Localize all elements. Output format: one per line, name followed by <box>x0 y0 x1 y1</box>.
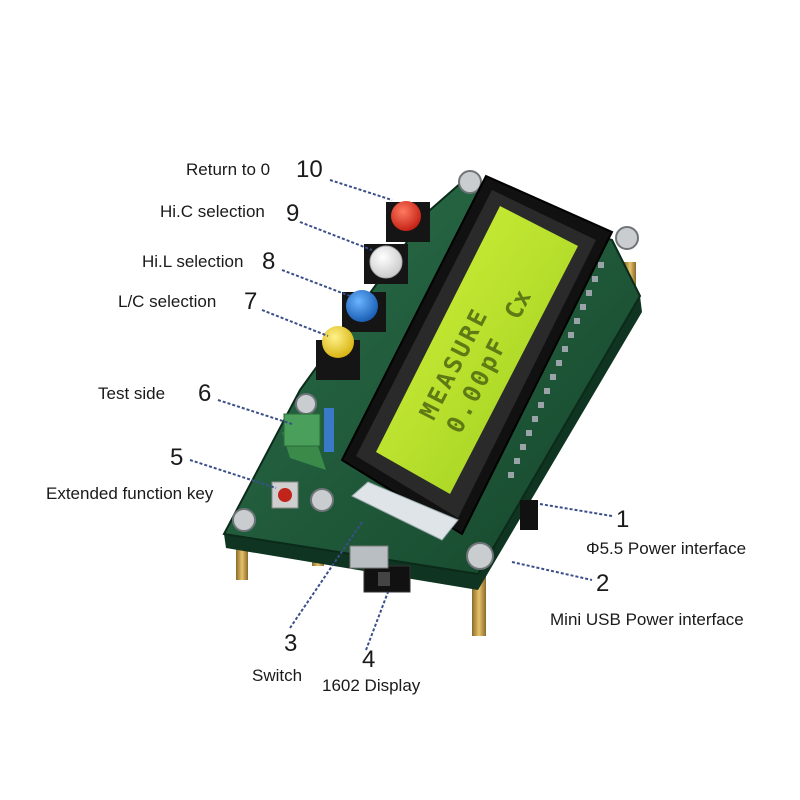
screw-icon <box>615 226 639 250</box>
callout-label-4: 1602 Display <box>322 676 421 695</box>
callout-number-5: 5 <box>170 444 184 471</box>
leader-3 <box>289 521 363 629</box>
callout-number-4: 4 <box>362 646 376 673</box>
lc-selection-button[interactable] <box>322 326 354 358</box>
callout-label-5: Extended function key <box>46 484 214 503</box>
pcb-side-edge <box>224 296 642 590</box>
power-connectors <box>349 500 538 593</box>
screw-icon <box>466 542 494 570</box>
callout-label-3: Switch <box>252 666 303 685</box>
lcd-screen <box>376 206 578 494</box>
lcd-1602-display: MEASURE 0.00pF Cx <box>340 174 614 541</box>
callout-number-8: 8 <box>262 248 276 275</box>
callout-number-3: 3 <box>284 630 298 657</box>
hi-c-selection-button[interactable] <box>369 245 403 279</box>
test-terminal-block <box>282 408 334 470</box>
callout-label-6: Test side <box>98 384 166 403</box>
leader-9 <box>299 221 373 251</box>
leader-8 <box>281 269 351 297</box>
screw-icon <box>310 488 334 512</box>
callout-number-1: 1 <box>616 506 630 533</box>
callout-label-10: Return to 0 <box>186 160 271 179</box>
callout-label-2: Mini USB Power interface <box>550 610 744 629</box>
lcd-cable <box>351 481 459 541</box>
mounting-screws <box>232 170 639 570</box>
callout-number-6: 6 <box>198 380 212 407</box>
callout-number-10: 10 <box>296 156 323 183</box>
screw-icon <box>232 508 256 532</box>
extended-function-key[interactable] <box>271 481 299 509</box>
leader-2 <box>511 561 593 581</box>
leader-6 <box>217 399 293 425</box>
screw-icon <box>295 393 317 415</box>
callout-label-7: L/C selection <box>118 292 217 311</box>
leader-lines <box>189 179 613 651</box>
callout-number-9: 9 <box>286 200 300 227</box>
switch-slider <box>378 572 390 586</box>
leader-7 <box>261 309 329 337</box>
callout-number-7: 7 <box>244 288 258 315</box>
callout-label-8: Hi.L selection <box>142 252 244 271</box>
callout-label-1: Φ5.5 Power interface <box>586 539 747 558</box>
dc-jack <box>520 500 538 530</box>
leader-1 <box>539 503 613 517</box>
leader-4 <box>365 591 389 651</box>
return-to-zero-button[interactable] <box>391 201 421 231</box>
screw-icon <box>458 170 482 194</box>
pin-header <box>508 262 604 478</box>
mini-usb-jack <box>349 545 389 569</box>
callout-number-2: 2 <box>596 570 610 597</box>
callout-label-9: Hi.C selection <box>160 202 265 221</box>
leader-10 <box>329 179 393 201</box>
hi-l-selection-button[interactable] <box>346 290 378 322</box>
leader-5 <box>189 459 277 489</box>
